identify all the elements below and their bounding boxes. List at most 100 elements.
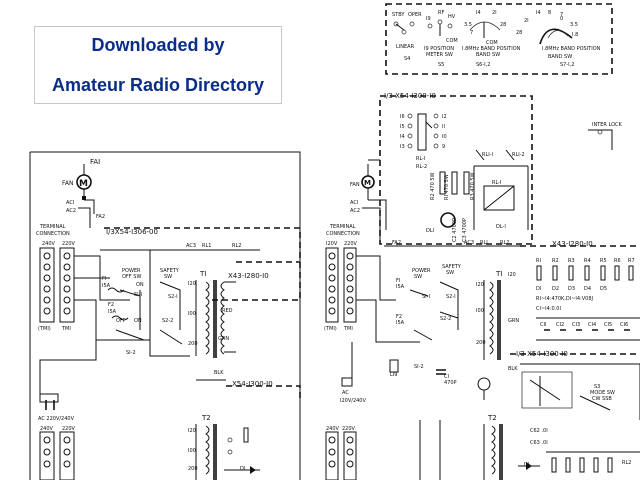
svg-text:R3: R3	[568, 258, 575, 264]
svg-text:9: 9	[442, 144, 445, 150]
svg-text:TERMINAL: TERMINAL	[329, 224, 356, 230]
svg-text:2I: 2I	[492, 10, 497, 16]
svg-text:FAN: FAN	[350, 182, 360, 188]
svg-text:FAI: FAI	[90, 158, 100, 166]
svg-text:CI6: CI6	[620, 322, 628, 328]
svg-text:S4: S4	[404, 56, 410, 62]
svg-text:R7: R7	[628, 258, 635, 264]
svg-text:S2-2: S2-2	[162, 318, 173, 324]
svg-text:CONNECTION: CONNECTION	[326, 231, 360, 237]
right-schematic: I/3 X54-I300-I0 I6 I5 I4 I3 I2 II I0 9 R…	[324, 92, 640, 480]
svg-text:RL2: RL2	[500, 240, 509, 246]
svg-text:C62 .0I: C62 .0I	[530, 428, 548, 434]
switch-s7: 2I I4 28 7 3.5 I.8 0 8 I.8MHz BAND POSIT…	[516, 10, 601, 68]
svg-text:I.8MHz BAND POSITION: I.8MHz BAND POSITION	[542, 46, 601, 52]
svg-text:BLK: BLK	[214, 370, 224, 376]
svg-text:TI: TI	[199, 270, 206, 278]
svg-text:DI: DI	[536, 286, 541, 292]
lower-diode-row: RL2	[546, 451, 640, 473]
svg-text:S6-I,2: S6-I,2	[476, 62, 490, 68]
svg-text:I/3 X54-I300-I0: I/3 X54-I300-I0	[516, 350, 568, 358]
svg-text:I20: I20	[508, 272, 516, 278]
svg-text:SI-2: SI-2	[126, 350, 136, 356]
svg-text:I5: I5	[400, 124, 405, 130]
svg-text:I.8MHz BAND POSITION: I.8MHz BAND POSITION	[462, 46, 521, 52]
svg-text:0: 0	[560, 16, 563, 22]
svg-text:AC 220V/240V: AC 220V/240V	[38, 416, 75, 422]
svg-text:CI~I4:0.0I: CI~I4:0.0I	[536, 306, 561, 312]
svg-text:DL-I: DL-I	[496, 224, 506, 230]
svg-text:28: 28	[500, 22, 506, 28]
banner-line-2: Amateur Radio Directory	[51, 75, 265, 95]
svg-text:OFF SW: OFF SW	[122, 274, 141, 280]
svg-text:7: 7	[560, 12, 563, 18]
top-switch-panel: STBY OPER LINEAR S4 I9 RF HV COM I9 POSI…	[385, 3, 613, 75]
svg-text:S2-I: S2-I	[446, 294, 456, 300]
resistors-vertical: R2 470 5W RI 470 5W R3 470 5W	[430, 171, 476, 200]
svg-text:I00: I00	[188, 311, 196, 317]
banner-line-1: Downloaded by	[91, 35, 225, 55]
svg-text:C63 .0I: C63 .0I	[530, 440, 548, 446]
svg-text:X43-I280-I0: X43-I280-I0	[228, 272, 269, 280]
svg-text:RL-2: RL-2	[416, 164, 427, 170]
svg-text:ON: ON	[136, 282, 144, 288]
svg-text:C3 4700P: C3 4700P	[462, 218, 468, 242]
svg-text:I5A: I5A	[396, 284, 405, 290]
svg-text:RED: RED	[222, 308, 233, 314]
svg-text:OPER: OPER	[408, 12, 422, 18]
svg-text:CI3: CI3	[572, 322, 580, 328]
svg-text:RL-I: RL-I	[492, 180, 501, 186]
svg-text:CW SSB: CW SSB	[592, 396, 612, 402]
svg-text:CI2: CI2	[556, 322, 564, 328]
svg-text:I00: I00	[476, 308, 484, 314]
svg-text:TI: TI	[495, 270, 502, 278]
svg-text:S7-I,2: S7-I,2	[560, 62, 574, 68]
svg-text:220V: 220V	[62, 426, 76, 432]
svg-text:I/3X54-I306-00: I/3X54-I306-00	[106, 228, 158, 236]
svg-text:220V: 220V	[342, 426, 356, 432]
svg-text:I20V/240V: I20V/240V	[340, 398, 366, 404]
svg-text:D3: D3	[568, 286, 575, 292]
svg-text:I9: I9	[426, 16, 431, 22]
svg-text:SI-2: SI-2	[414, 364, 424, 370]
svg-text:28: 28	[516, 30, 522, 36]
svg-text:BAND SW: BAND SW	[548, 54, 572, 60]
svg-text:CI5: CI5	[604, 322, 612, 328]
svg-text:I5A: I5A	[396, 320, 405, 326]
svg-text:240V: 240V	[326, 426, 340, 432]
svg-text:I20: I20	[188, 428, 196, 434]
svg-text:S3: S3	[594, 384, 600, 390]
svg-text:CONNECTION: CONNECTION	[36, 231, 70, 237]
svg-text:STBY: STBY	[392, 12, 405, 18]
svg-text:I20: I20	[188, 281, 196, 287]
svg-text:S5: S5	[438, 62, 444, 68]
svg-text:RLI: RLI	[480, 240, 488, 246]
svg-text:FI: FI	[396, 278, 400, 284]
svg-text:I2: I2	[442, 114, 447, 120]
svg-text:RL2: RL2	[232, 243, 241, 249]
svg-text:S2-2: S2-2	[440, 316, 451, 322]
switch-s6: I4 2I 3.5 28 7 COM I.8MHz BAND POSITION …	[462, 10, 521, 68]
svg-text:RF: RF	[438, 10, 444, 16]
svg-text:SW: SW	[164, 274, 172, 280]
svg-text:LINEAR: LINEAR	[396, 44, 415, 50]
svg-text:POWER: POWER	[122, 268, 141, 274]
svg-text:M: M	[364, 179, 371, 187]
switch-s4: STBY OPER LINEAR S4	[392, 12, 422, 62]
svg-text:METER SW: METER SW	[426, 52, 453, 58]
terminal-screws-left	[43, 252, 71, 315]
svg-text:I20: I20	[476, 282, 484, 288]
svg-text:2I: 2I	[524, 18, 529, 24]
svg-text:RLI-I: RLI-I	[482, 152, 493, 158]
svg-text:S2-I: S2-I	[168, 294, 178, 300]
svg-text:RLI-2: RLI-2	[512, 152, 525, 158]
svg-text:SW: SW	[446, 270, 454, 276]
svg-text:C2 4700P: C2 4700P	[452, 218, 458, 242]
svg-text:BAND SW: BAND SW	[476, 52, 500, 58]
svg-text:X54-I300-I0: X54-I300-I0	[232, 380, 273, 388]
svg-text:AC3: AC3	[464, 240, 474, 246]
svg-text:MODE SW: MODE SW	[590, 390, 615, 396]
left-schematic: FAI FAN M ACI AC2 FA2 I/3X54-I306-00 AC3…	[29, 151, 301, 480]
svg-text:BLK: BLK	[508, 366, 518, 372]
